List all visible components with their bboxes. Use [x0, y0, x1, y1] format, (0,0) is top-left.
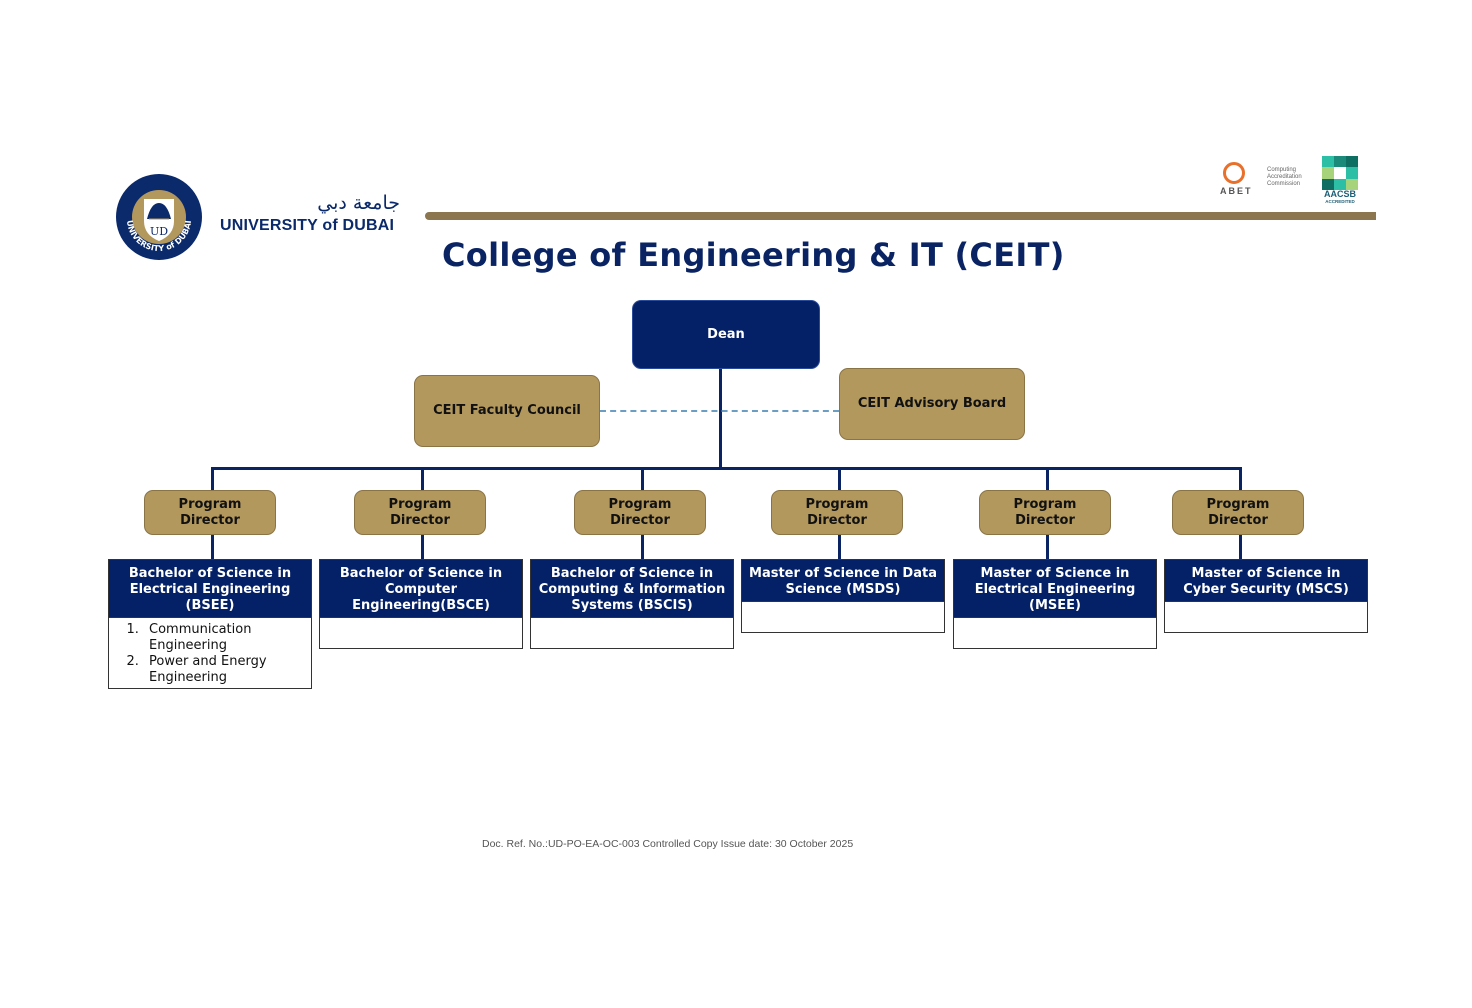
program-director-label: Program Director: [1013, 496, 1077, 528]
program-box[interactable]: Bachelor of Science in Electrical Engine…: [108, 559, 312, 689]
program-director-label: Program Director: [608, 496, 672, 528]
program-bus-line: [211, 467, 1242, 470]
program-director-label: Program Director: [388, 496, 452, 528]
abet-line-1: Computing: [1267, 167, 1297, 173]
header-divider-bar: [425, 212, 1376, 220]
advisory-board-label: CEIT Advisory Board: [857, 396, 1007, 411]
program-director-box[interactable]: Program Director: [979, 490, 1111, 535]
aacsb-name: AACSB: [1323, 189, 1356, 199]
seal-initials: UD: [150, 225, 168, 238]
program-name: Bachelor of Science in Electrical Engine…: [109, 560, 311, 618]
program-director-box[interactable]: Program Director: [771, 490, 903, 535]
university-wordmark: جامعة دبي UNIVERSITY of DUBAI: [220, 192, 400, 238]
program-box[interactable]: Master of Science in Electrical Engineer…: [953, 559, 1157, 649]
program-director-label: Program Director: [1206, 496, 1270, 528]
university-seal-logo: UD UNIVERSITY of DUBAI: [115, 173, 203, 261]
university-arabic-name: جامعة دبي: [317, 192, 400, 214]
program-director-box[interactable]: Program Director: [574, 490, 706, 535]
program-tracks: [954, 618, 1156, 648]
program-name: Bachelor of Science in Computer Engineer…: [320, 560, 522, 618]
program-tracks: [531, 618, 733, 648]
advisory-board-box[interactable]: CEIT Advisory Board: [839, 368, 1025, 440]
program-box[interactable]: Master of Science in Cyber Security (MSC…: [1164, 559, 1368, 633]
track-item: Communication Engineering: [143, 622, 269, 654]
aacsb-logo: AACSB ACCREDITED: [1322, 156, 1358, 206]
aacsb-mark-icon: [1322, 156, 1358, 190]
program-name: Master of Science in Electrical Engineer…: [954, 560, 1156, 618]
program-box[interactable]: Master of Science in Data Science (MSDS): [741, 559, 945, 633]
abet-commission-text: Computing Accreditation Commission: [1267, 167, 1302, 188]
abet-ring-icon: [1223, 162, 1245, 184]
faculty-council-box[interactable]: CEIT Faculty Council: [414, 375, 600, 447]
program-name: Bachelor of Science in Computing & Infor…: [531, 560, 733, 618]
dean-box[interactable]: Dean: [632, 300, 820, 369]
advisory-dashed-link: [600, 410, 839, 412]
program-director-box[interactable]: Program Director: [1172, 490, 1304, 535]
program-director-label: Program Director: [178, 496, 242, 528]
abet-line-3: Commission: [1267, 181, 1301, 187]
program-name: Master of Science in Cyber Security (MSC…: [1165, 560, 1367, 602]
abet-line-2: Accreditation: [1267, 174, 1302, 180]
aacsb-accredited-tag: ACCREDITED: [1325, 199, 1355, 204]
page-title: College of Engineering & IT (CEIT): [442, 236, 1065, 274]
program-tracks: [320, 618, 522, 648]
program-tracks: Communication EngineeringPower and Energ…: [109, 618, 311, 688]
dean-trunk-line: [719, 369, 722, 470]
program-name: Master of Science in Data Science (MSDS): [742, 560, 944, 602]
faculty-council-label: CEIT Faculty Council: [433, 403, 581, 418]
document-reference: Doc. Ref. No.:UD-PO-EA-OC-003 Controlled…: [482, 838, 854, 850]
abet-logo: ABET Computing Accreditation Commission: [1220, 162, 1315, 200]
program-tracks: [1165, 602, 1367, 632]
program-director-box[interactable]: Program Director: [144, 490, 276, 535]
program-box[interactable]: Bachelor of Science in Computer Engineer…: [319, 559, 523, 649]
program-director-box[interactable]: Program Director: [354, 490, 486, 535]
track-list: Communication EngineeringPower and Energ…: [115, 622, 305, 686]
program-box[interactable]: Bachelor of Science in Computing & Infor…: [530, 559, 734, 649]
dean-label: Dean: [707, 327, 745, 342]
track-item: Power and Energy Engineering: [143, 654, 269, 686]
abet-name: ABET: [1220, 186, 1253, 196]
university-english-name: UNIVERSITY of DUBAI: [220, 217, 395, 234]
program-director-label: Program Director: [805, 496, 869, 528]
program-tracks: [742, 602, 944, 632]
